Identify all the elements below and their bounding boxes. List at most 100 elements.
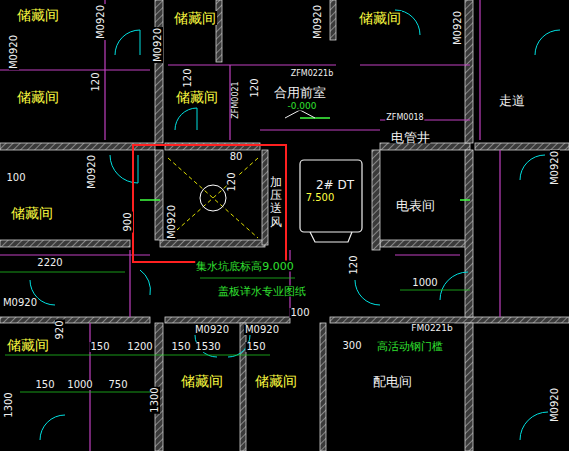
plan-label: 900 xyxy=(123,211,133,232)
wall xyxy=(330,0,336,40)
wall xyxy=(475,143,569,150)
plan-label: M0920 xyxy=(550,387,560,423)
plan-label: 100 xyxy=(5,173,26,183)
plan-label: 150 xyxy=(34,380,55,390)
wall-outline xyxy=(0,0,500,451)
wall xyxy=(0,317,150,323)
plan-label: 300 xyxy=(341,341,362,351)
plan-label: 150 xyxy=(170,342,191,352)
wall-outline xyxy=(229,65,230,140)
plan-label: ZFM0018 xyxy=(385,114,424,122)
elevator-car xyxy=(300,160,362,242)
dimension-line xyxy=(20,392,150,393)
wall xyxy=(372,150,380,250)
plan-label: 储藏间 xyxy=(254,374,298,388)
highlight-box xyxy=(133,145,286,262)
plan-label: 储藏间 xyxy=(10,206,54,220)
plan-label: M0920 xyxy=(2,298,38,308)
plan-label: 2220 xyxy=(36,258,63,268)
wall xyxy=(330,317,569,323)
door-leaf xyxy=(460,199,470,201)
plan-label: 150 xyxy=(89,342,110,352)
plan-label: 储藏间 xyxy=(6,338,50,352)
plan-label: 750 xyxy=(107,380,128,390)
plan-label: 1300 xyxy=(4,391,14,418)
door-swing xyxy=(40,415,65,440)
plan-label: 电表间 xyxy=(395,199,436,212)
plan-label: 配电间 xyxy=(372,375,413,388)
elevator-car xyxy=(300,160,362,232)
wall xyxy=(320,323,326,451)
elevator-car xyxy=(310,232,352,242)
door-swing xyxy=(140,270,150,295)
plan-label: M0920 xyxy=(96,4,106,40)
wall xyxy=(465,150,473,317)
plan-label: 储藏间 xyxy=(175,90,219,104)
plan-label: 1300 xyxy=(150,386,160,413)
plan-label: ZFM0021 xyxy=(232,80,240,119)
wall-outline xyxy=(395,254,460,255)
sump-pit xyxy=(200,185,226,211)
plan-label: 7.500 xyxy=(305,193,336,203)
sump-pit xyxy=(168,158,258,238)
plan-label: 100 xyxy=(289,308,310,318)
plan-label: M0920 xyxy=(244,325,280,335)
stair-arrow xyxy=(285,110,315,118)
plan-label: 120 xyxy=(183,67,193,88)
dimension-line xyxy=(400,290,470,291)
plan-label: 120 xyxy=(250,77,260,98)
plan-label: 120 xyxy=(349,254,359,275)
plan-label: 80 xyxy=(229,152,244,162)
wall-outline xyxy=(168,64,336,65)
wall xyxy=(155,150,163,240)
door-swing xyxy=(30,10,560,440)
plan-label: 储藏间 xyxy=(180,374,224,388)
wall xyxy=(380,240,470,247)
door-swing xyxy=(535,30,560,55)
wall xyxy=(216,0,222,62)
room-note: 加压送风 xyxy=(269,176,283,229)
wall-outline xyxy=(360,64,470,65)
wall xyxy=(0,240,130,247)
plan-label: M0920 xyxy=(313,4,323,40)
plan-label: 储藏间 xyxy=(358,11,402,25)
plan-label: M0920 xyxy=(550,150,560,186)
plan-label: 1000 xyxy=(411,278,438,288)
plan-label: 合用前室 xyxy=(273,86,327,99)
plan-label: ZFM0221b xyxy=(290,70,334,78)
wall xyxy=(380,143,470,150)
plan-label: 2# DT xyxy=(315,179,355,191)
wall-outline xyxy=(499,150,500,317)
plan-label: 储藏间 xyxy=(16,8,60,22)
plan-label: M0920 xyxy=(153,27,163,63)
wall xyxy=(165,317,290,323)
sump-pit xyxy=(168,158,258,238)
plan-label: 集水坑底标高9.000 xyxy=(195,261,295,272)
wall-outline xyxy=(0,254,150,255)
plan-label: M0920 xyxy=(453,10,463,46)
wall xyxy=(465,0,473,143)
plan-label: M0920 xyxy=(9,34,19,70)
plan-label: 120 xyxy=(91,71,101,92)
dimension-line xyxy=(200,278,295,279)
plan-label: 1200 xyxy=(126,342,153,352)
plan-label: 盖板详水专业图纸 xyxy=(217,286,307,297)
plan-label: 储藏间 xyxy=(173,11,217,25)
plan-label: 920 xyxy=(55,319,65,340)
plan-label: M0920 xyxy=(194,325,230,335)
plan-label: M0920 xyxy=(87,154,97,190)
door-swing xyxy=(520,155,545,180)
sump-pit xyxy=(168,158,258,238)
stair-arrow xyxy=(285,110,315,118)
door-swing xyxy=(520,412,548,440)
door-swing xyxy=(440,272,468,300)
plan-label: 1530 xyxy=(194,342,221,352)
plan-label: FM0221b xyxy=(410,324,454,333)
plan-label: 120 xyxy=(227,171,237,192)
wall xyxy=(465,323,473,451)
door-swing xyxy=(355,280,380,305)
wall xyxy=(160,240,265,247)
wall-outline xyxy=(0,69,150,70)
